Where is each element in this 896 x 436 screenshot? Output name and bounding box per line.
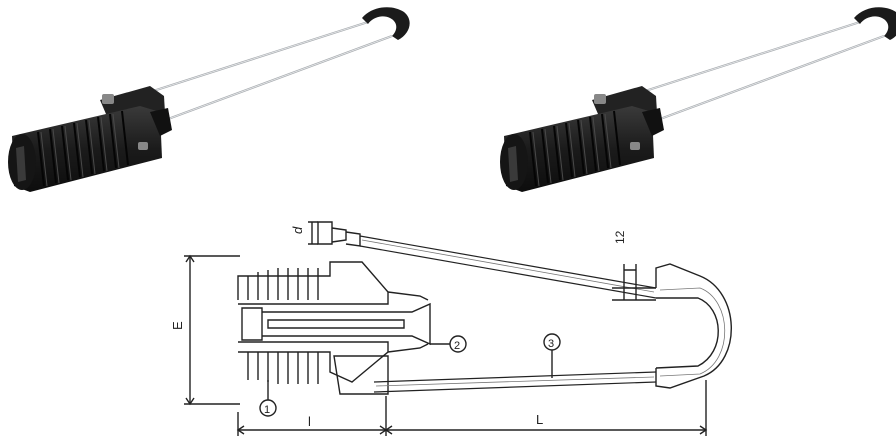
dimension-d-label: d	[290, 226, 305, 234]
dimension-L-label: L	[536, 412, 543, 427]
dimension-E-label: E	[170, 321, 185, 330]
dimension-12-label: 12	[613, 230, 627, 244]
clamp-photo-left	[6, 6, 411, 194]
dimension-l-label: l	[308, 414, 311, 429]
technical-drawing	[184, 221, 732, 436]
part-2-label: 2	[454, 340, 460, 352]
part-1-label: 1	[264, 404, 270, 416]
part-3-label: 3	[548, 338, 554, 350]
clamp-photo-right	[498, 6, 896, 194]
